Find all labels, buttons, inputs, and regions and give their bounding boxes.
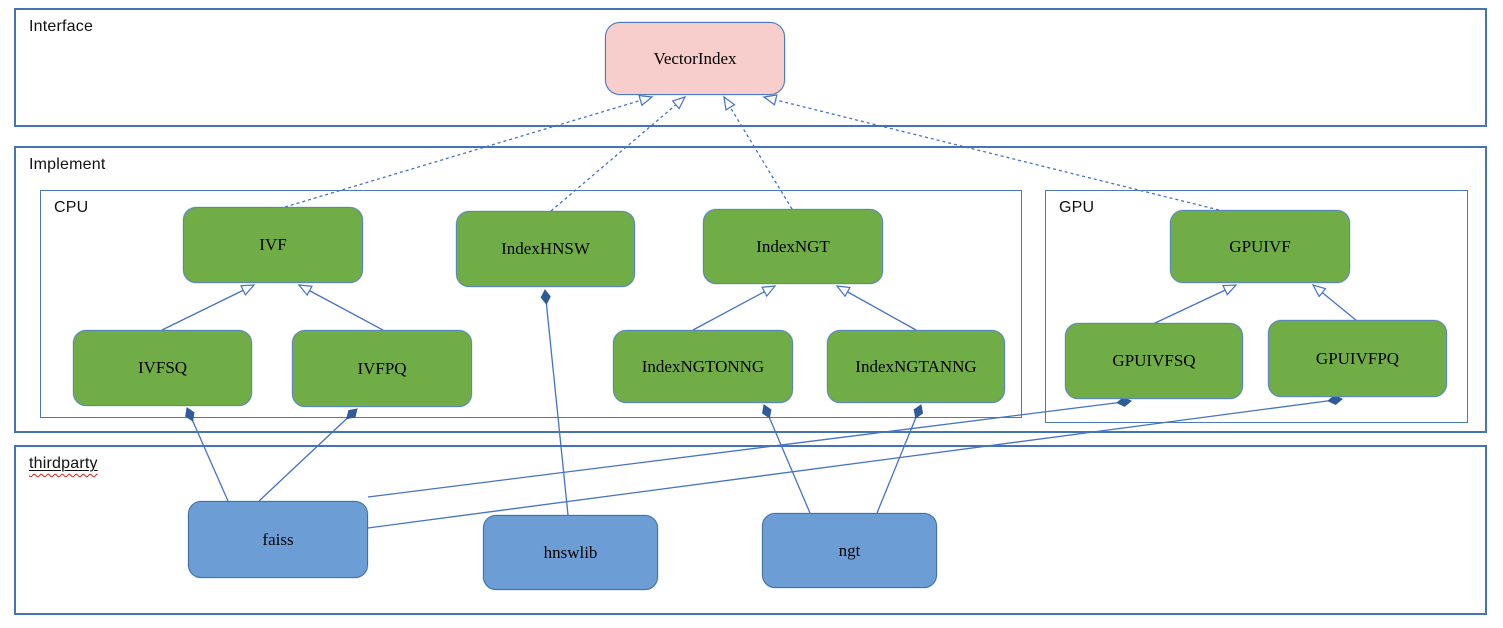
node-ngt: ngt — [762, 513, 937, 588]
node-gpuivfsq: GPUIVFSQ — [1065, 323, 1243, 399]
node-label: GPUIVFPQ — [1315, 348, 1400, 368]
node-label: GPUIVF — [1229, 236, 1291, 256]
group-label-gpu: GPU — [1059, 199, 1095, 216]
group-label-cpu: CPU — [54, 199, 89, 216]
node-label: IndexHNSW — [501, 239, 590, 258]
node-label: hnswlib — [543, 542, 598, 562]
node-label: faiss — [262, 529, 294, 549]
node-ivf: IVF — [183, 207, 363, 283]
node-vectorindex: VectorIndex — [605, 22, 785, 95]
spellcheck-squiggle: thirdparty — [29, 455, 98, 472]
node-label: IndexNGTONNG — [641, 356, 765, 376]
section-label-thirdparty: thirdparty — [29, 455, 98, 473]
node-label: IndexNGTANNG — [855, 356, 977, 376]
node-indexhnsw: IndexHNSW — [456, 211, 635, 287]
node-label: ngt — [838, 540, 861, 560]
node-label: IVFPQ — [357, 358, 407, 378]
node-label: IVF — [259, 235, 287, 254]
node-indexngtanng: IndexNGTANNG — [827, 330, 1005, 403]
section-label-implement: Implement — [29, 156, 106, 173]
section-label-interface: Interface — [29, 18, 94, 35]
node-faiss: faiss — [188, 501, 368, 578]
node-label: VectorIndex — [653, 48, 737, 68]
node-gpuivf: GPUIVF — [1170, 210, 1350, 283]
node-label: IndexNGT — [756, 236, 830, 256]
node-indexngt: IndexNGT — [703, 209, 883, 284]
node-indexngtonng: IndexNGTONNG — [613, 330, 793, 403]
node-label: IVFSQ — [137, 358, 188, 377]
node-gpuivfpq: GPUIVFPQ — [1268, 320, 1447, 397]
node-label: GPUIVFSQ — [1112, 351, 1196, 370]
node-ivfsq: IVFSQ — [73, 330, 252, 406]
node-hnswlib: hnswlib — [483, 515, 658, 590]
node-ivfpq: IVFPQ — [292, 330, 472, 407]
